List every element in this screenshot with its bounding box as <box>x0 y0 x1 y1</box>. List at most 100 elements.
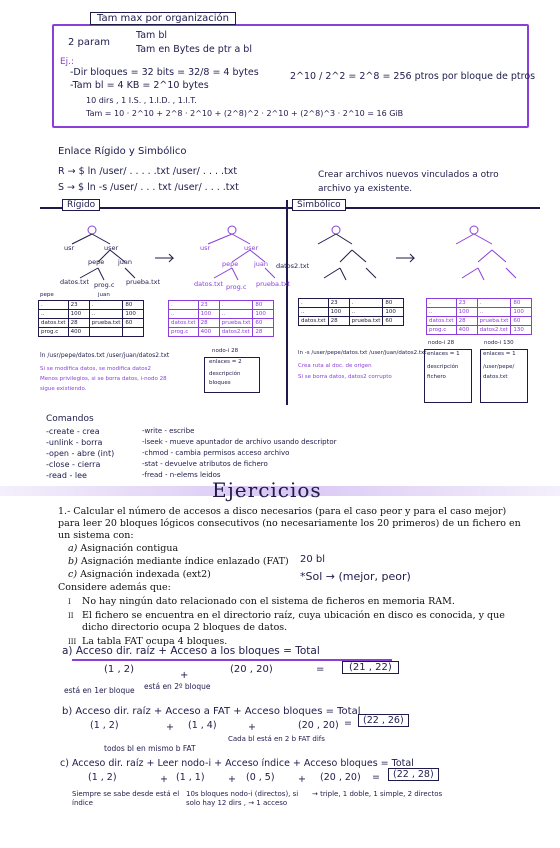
answer-b-val-2: (1 , 4) <box>188 720 217 731</box>
inode-description: descripción <box>427 364 459 370</box>
tree2-node-pepe: pepe <box>222 260 239 268</box>
option-text: Asignación mediante índice enlazado (FAT… <box>80 556 289 567</box>
inode-path-file: datos.txt <box>483 374 508 380</box>
enlace-r-line: R → $ ln /user/ . . . . .txt /user/ . . … <box>58 166 238 177</box>
example-line-2: -Tam bl = 4 KB = 2^10 bytes <box>70 80 209 91</box>
simbolico-note-1: Crea ruta al doc. de origen <box>298 363 372 369</box>
simbolico-label: Simbólico <box>292 199 346 211</box>
answer-b-note-1: todos bl en mismo b FAT <box>104 744 196 753</box>
param-item-1: Tam bl <box>136 30 167 41</box>
table-row: ..100..100 <box>426 307 533 317</box>
option-text: Asignación indexada (ext2) <box>80 569 211 580</box>
inode-file: fichero <box>427 374 446 380</box>
condition-text: No hay ningún dato relacionado con el si… <box>82 596 455 607</box>
condition-text: El fichero se encuentra en el directorio… <box>82 610 505 633</box>
answer-b-op-3: = <box>344 718 352 729</box>
tree-node-prueba: prueba.txt <box>126 278 161 286</box>
side-note-sol: *Sol → (mejor, peor) <box>300 570 411 583</box>
ejercicios-heading: Ejercicios <box>212 478 322 502</box>
answer-b-val-3: (20 , 20) <box>298 720 339 731</box>
inode-links: enlaces = 2 <box>209 359 242 365</box>
answer-b-total: (22 , 26) <box>358 714 409 727</box>
table-row: .23.80 <box>426 298 533 308</box>
tree-node-juan: juan <box>118 258 133 266</box>
table-row: ..100..100 <box>168 309 275 319</box>
answer-c-val-2: (1 , 1) <box>176 772 205 783</box>
inode-blocks: bloques <box>209 380 231 386</box>
problem-intro: 1.- Calcular el número de accesos a disc… <box>58 506 521 541</box>
list-item: -stat - devuelve atributos de fichero <box>142 460 268 468</box>
answer-a-total: (21 , 22) <box>342 661 399 674</box>
list-item: -unlink - borra <box>46 438 103 447</box>
answer-c-op-1: + <box>160 774 168 785</box>
table-row: ..100..100 <box>298 307 405 317</box>
simbolico-inode1-box: enlaces = 1 descripción fichero <box>424 349 472 403</box>
example-line-1: -Dir bloques = 32 bits = 32/8 = 4 bytes <box>70 67 259 78</box>
list-item: -chmod - cambia permisos acceso archivo <box>142 449 290 457</box>
answer-c-val-4: (20 , 20) <box>320 772 361 783</box>
answer-a-op-1: + <box>180 670 189 681</box>
table-header-juan: juan <box>98 292 110 298</box>
tree-node-prog: prog.c <box>94 281 115 289</box>
answer-a-op-2: = <box>316 664 325 675</box>
answer-a-line: a) Acceso dir. raíz + Acceso a los bloqu… <box>62 645 320 657</box>
answer-b-op-1: + <box>166 722 174 733</box>
section-divider <box>40 207 540 209</box>
fraction-line: 2^10 / 2^2 = 2^8 = 256 ptros por bloque … <box>290 71 536 82</box>
param-item-2: Tam en Bytes de ptr a bl <box>136 44 252 55</box>
answer-b-op-2: + <box>248 722 256 733</box>
rigido-inode-title: nodo-i 28 <box>212 348 239 354</box>
condition-text: La tabla FAT ocupa 4 bloques. <box>82 636 228 647</box>
list-item: -fread - n-elems leidos <box>142 471 221 479</box>
answer-c-note-2: 10s bloques nodo-i (directos), si solo h… <box>186 790 299 807</box>
ej-label: Ej.: <box>60 57 75 67</box>
table-row: ..100..100 <box>38 309 145 319</box>
answer-a-val-2: (20 , 20) <box>230 664 273 675</box>
condition-label: III <box>68 638 77 646</box>
simbolico-tree-diagram <box>317 225 517 281</box>
rigido-note-1: Si se modifica datos, se modifica datos2 <box>40 366 151 372</box>
answer-c-op-4: = <box>372 772 380 783</box>
tree2-node-prueba: prueba.txt <box>256 280 291 288</box>
tam-line: Tam = 10 · 2^10 + 2^8 · 2^10 + (2^8)^2 ·… <box>86 109 404 118</box>
inode-path: /user/pepe/ <box>483 364 515 370</box>
simbolico-command: ln -s /user/pepe/datos.txt /user/juan/da… <box>298 350 427 356</box>
side-note-20bl: 20 bl <box>300 554 326 565</box>
option-text: Asignación contigua <box>80 543 179 554</box>
answer-a-underline <box>72 659 392 661</box>
answer-b-line: b) Acceso dir. raíz + Acceso a FAT + Acc… <box>62 706 361 717</box>
enlace-heading: Enlace Rígido y Simbólico <box>58 146 187 157</box>
answer-b-note-2: Cada bl está en 2 b FAT difs <box>228 735 325 743</box>
answer-a-val-1: (1 , 2) <box>104 664 135 675</box>
tree-node-pepe: pepe <box>88 258 105 266</box>
option-label: b) <box>68 556 78 567</box>
list-item: -open - abre (int) <box>46 449 115 458</box>
top-box-title: Tam max por organización <box>90 12 236 25</box>
consider-text: Considere además que: <box>58 582 171 593</box>
answer-b-val-1: (1 , 2) <box>90 720 119 731</box>
ejercicios-highlight-bar <box>0 486 560 496</box>
rigido-note-2: Menos privilegios, si se borra datos, i-… <box>40 376 167 382</box>
vertical-divider <box>286 200 288 405</box>
rigido-inode-box: enlaces = 2 descripción bloques <box>204 357 260 393</box>
simbolico-inode1-title: nodo-i 28 <box>428 340 455 346</box>
dirs-line: 10 dirs , 1 I.S. , 1.I.D. , 1.I.T. <box>86 96 197 105</box>
list-item: -close - cierra <box>46 460 101 469</box>
simbolico-inode2-title: nodo-i 130 <box>484 340 514 346</box>
list-item: -create - crea <box>46 427 100 436</box>
rigido-note-3: sigue existiendo. <box>40 386 87 392</box>
table-row: .23.80 <box>38 300 145 310</box>
list-item: c) Asignación indexada (ext2) <box>68 569 211 580</box>
list-item: -read - lee <box>46 471 87 480</box>
tree2-node-datos2: datos2.txt <box>276 262 310 270</box>
